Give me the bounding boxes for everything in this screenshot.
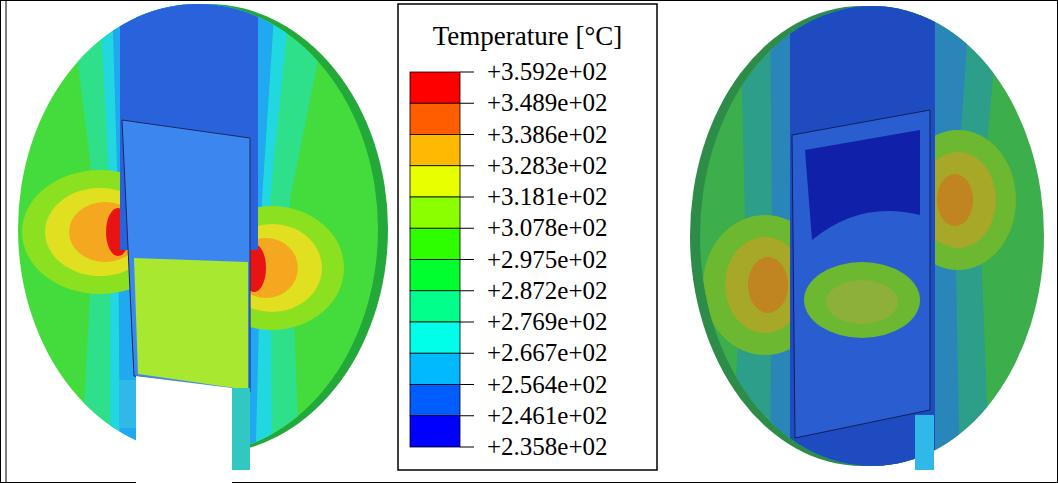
color-swatch [410, 72, 460, 103]
color-swatch [410, 197, 460, 228]
slot-opening [136, 376, 232, 483]
legend-value: +3.386e+02 [487, 119, 608, 151]
hot-spot [804, 262, 920, 338]
color-swatch [410, 353, 460, 384]
cold-zone [805, 130, 920, 240]
disk-stem [232, 388, 250, 470]
legend-value: +3.592e+02 [487, 56, 608, 88]
legend-value: +2.975e+02 [487, 244, 608, 276]
legend-tick [460, 228, 474, 229]
color-swatch [410, 416, 460, 447]
legend-tick [460, 447, 474, 448]
frame-border [6, 1, 7, 482]
legend-tick [460, 259, 474, 260]
legend-box [398, 4, 657, 470]
legend-value: +2.461e+02 [487, 400, 608, 432]
disk-stem [915, 415, 934, 470]
color-swatch [410, 103, 460, 134]
contour-band [112, 0, 275, 483]
color-swatch [410, 322, 460, 353]
hot-spot [826, 280, 898, 324]
hot-spot [748, 257, 788, 313]
slot-wall [790, 0, 935, 483]
color-swatch [410, 228, 460, 259]
disk-stem [119, 380, 136, 428]
color-swatch [410, 260, 460, 291]
color-swatch [410, 135, 460, 166]
legend-tick [460, 415, 474, 416]
legend-value: +3.283e+02 [487, 150, 608, 182]
left-disk [18, 0, 388, 483]
legend-tick [460, 165, 474, 166]
color-swatch [410, 385, 460, 416]
cut-face [792, 110, 930, 438]
legend-tick [460, 197, 474, 198]
hot-spot [937, 174, 973, 226]
legend-tick [460, 290, 474, 291]
legend-tick [460, 322, 474, 323]
legend-tick [460, 72, 474, 73]
legend-value: +2.358e+02 [487, 431, 608, 463]
contour-band [70, 0, 330, 483]
legend-value: +2.564e+02 [487, 369, 608, 401]
legend-value: +2.872e+02 [487, 275, 608, 307]
color-swatch [410, 291, 460, 322]
cut-face [122, 120, 250, 392]
legend-value: +3.489e+02 [487, 87, 608, 119]
color-swatch [410, 166, 460, 197]
cut-face-hot [134, 258, 248, 390]
legend-tick [460, 103, 474, 104]
legend-tick [460, 353, 474, 354]
legend-tick [460, 134, 474, 135]
legend-value: +2.769e+02 [487, 306, 608, 338]
legend-tick [460, 384, 474, 385]
legend-title: Temperature [°C] [402, 20, 653, 52]
contour-bands [703, 0, 1016, 483]
legend-value: +3.078e+02 [487, 212, 608, 244]
legend-value: +3.181e+02 [487, 181, 608, 213]
contour-bands [22, 0, 344, 483]
right-disk [690, 0, 1044, 483]
legend-value: +2.667e+02 [487, 337, 608, 369]
